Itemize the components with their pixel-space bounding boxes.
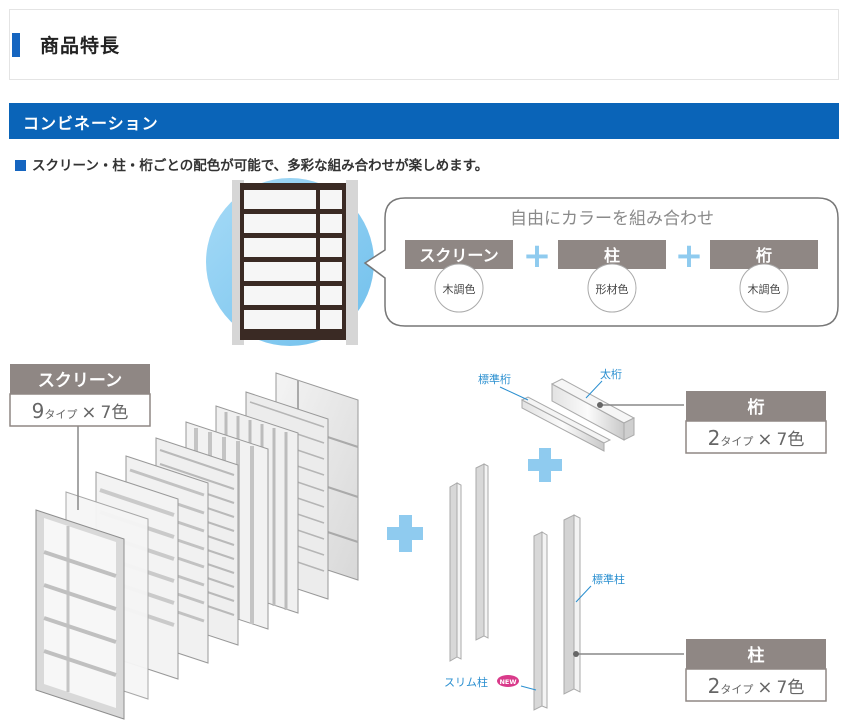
girder-spec-label: 桁 2タイプ ×7色: [685, 391, 827, 454]
standard-girder-label: 標準桁: [478, 372, 511, 386]
plus-icon: [387, 515, 423, 552]
bubble-part-color: 木調色: [748, 282, 781, 296]
plus-icon: [528, 448, 562, 482]
girder-label-title: 桁: [748, 398, 765, 418]
bubble-part-label: 桁: [756, 246, 772, 265]
pillar-leader-dot: [573, 651, 579, 657]
pillar-times: ×: [757, 677, 772, 698]
screen-spec-label: スクリーン 9タイプ ×7色: [9, 364, 151, 427]
feature-description: スクリーン・柱・桁ごとの配色が可能で、多彩な組み合わせが楽しめます。: [15, 154, 488, 174]
svg-text:2タイプ×7色: 2タイプ ×7色: [708, 426, 805, 450]
bullet-square-icon: [15, 160, 26, 171]
pillar-label-title: 柱: [748, 645, 765, 666]
bubble-title: 自由にカラーを組み合わせ: [510, 209, 714, 229]
bubble-part-pillar: 柱 形材色: [558, 240, 666, 313]
section-title: コンビネーション: [23, 114, 159, 133]
standard-pillar-label: 標準柱: [592, 572, 625, 586]
girder-times: ×: [757, 429, 772, 450]
thick-girder: [550, 378, 636, 441]
slim-pillar-mid: [475, 463, 489, 641]
screen-color-count: 7色: [101, 403, 129, 423]
girder-leader-dot: [597, 402, 603, 408]
screen-panels-stack: [35, 372, 359, 720]
screen-preview: [206, 178, 374, 346]
screen-type-count: 9: [32, 399, 45, 423]
section-header-bar: コンビネーション: [9, 103, 839, 139]
bubble-part-label: 柱: [604, 246, 620, 265]
slim-pillar-label: スリム柱: [444, 675, 488, 689]
plus-icon: +: [675, 236, 704, 276]
pillar-spec-label: 柱 2タイプ ×7色: [685, 639, 827, 702]
bubble-part-color: 形材色: [596, 282, 629, 296]
new-badge-text: NEW: [499, 678, 516, 686]
screen-type-unit: タイプ: [44, 408, 77, 421]
screen-panel-front: [35, 509, 125, 720]
thick-girder-label: 太桁: [600, 367, 622, 381]
svg-text:2タイプ×7色: 2タイプ ×7色: [708, 674, 805, 698]
pillar-type-unit: タイプ: [720, 683, 753, 696]
screen-label-title: スクリーン: [38, 371, 122, 391]
title-accent-bar: [12, 33, 20, 57]
girder-type-count: 2: [708, 426, 721, 450]
feature-text: スクリーン・柱・桁ごとの配色が可能で、多彩な組み合わせが楽しめます。: [32, 158, 489, 174]
pillar-type-count: 2: [708, 674, 721, 698]
standard-pillar-front: [533, 531, 548, 711]
color-combination-bubble: 自由にカラーを組み合わせ スクリーン 木調色 + 柱 形材色 + 桁 木調色: [363, 197, 839, 327]
bubble-part-screen: スクリーン 木調色: [405, 240, 513, 313]
girder-type-unit: タイプ: [720, 435, 753, 448]
standard-pillar-back: [563, 514, 581, 695]
slim-pillar-left: [449, 482, 462, 662]
bubble-part-color: 木調色: [443, 282, 476, 296]
pillar-color-count: 7色: [777, 678, 805, 698]
page-title: 商品特長: [40, 35, 121, 57]
bubble-part-girder: 桁 木調色: [710, 240, 818, 313]
screen-times: ×: [81, 402, 96, 423]
plus-icon: +: [523, 236, 552, 276]
svg-text:9タイプ×7色: 9タイプ ×7色: [32, 399, 129, 423]
new-badge: NEW: [497, 675, 519, 687]
girder-color-count: 7色: [777, 430, 805, 450]
section-title-box: 商品特長: [9, 9, 839, 80]
standard-girder: [520, 396, 612, 452]
bubble-part-label: スクリーン: [419, 246, 498, 265]
